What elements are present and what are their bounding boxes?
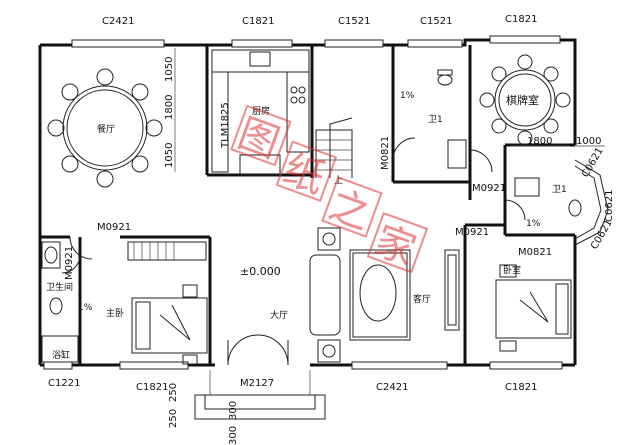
room-label-hall: 大厅 — [270, 309, 288, 321]
chess-room: 棋牌室 — [479, 54, 571, 146]
dining-dimensions: 1050 1800 1050 — [164, 48, 176, 172]
dimension-text: 1050 — [164, 143, 175, 168]
room-label-dining: 餐厅 — [97, 123, 115, 135]
door-label: M0821 — [518, 247, 552, 258]
door-label: M0921 — [455, 227, 489, 238]
dimension-text: 1000 — [576, 136, 601, 147]
window-label: C1821 — [505, 382, 537, 393]
dimension-text: 300 — [228, 401, 239, 420]
dining-table: 餐厅 — [47, 68, 163, 188]
slope-label: 1% — [526, 219, 541, 229]
entrance-dimensions: 250 250 300 300 — [168, 383, 239, 445]
dimension-text: 250 — [168, 409, 179, 428]
dimension-text: 300 — [228, 426, 239, 445]
window-label: C0621 — [604, 190, 615, 222]
room-label-toilet: 卫1 — [428, 115, 443, 125]
room-label-chess: 棋牌室 — [506, 93, 539, 107]
elevation-label: ±0.000 — [240, 265, 281, 278]
window-label: C1521 — [420, 16, 452, 27]
room-label-bathtub: 浴缸 — [52, 349, 70, 361]
door-label: M0821 — [380, 136, 391, 170]
window-label: C2421 — [102, 16, 134, 27]
room-label-master: 主卧 — [106, 307, 124, 319]
main-entrance: M2127 — [194, 334, 326, 420]
room-label-living: 客厅 — [413, 293, 431, 305]
room-label-bath: 卫生间 — [46, 281, 73, 293]
bay-window — [574, 159, 609, 246]
bedroom: 卧室 — [495, 264, 572, 352]
dimension-text: 1050 — [164, 57, 175, 82]
window-label: C1821 — [242, 16, 274, 27]
window-label: C1821 — [505, 14, 537, 25]
door-label: M0921 — [64, 246, 75, 280]
toilet-upper: 1% 卫1 M0821 — [380, 69, 467, 170]
master-bedroom: 主卧 M0921 — [69, 222, 208, 365]
room-label-bedroom: 卧室 — [503, 264, 521, 276]
door-label: M2127 — [240, 378, 274, 389]
stair: 上 — [315, 117, 353, 186]
dimension-text: 1800 — [164, 95, 175, 120]
window-label: C1821 — [136, 382, 168, 393]
room-label-toilet2: 卫1 — [552, 185, 567, 195]
kitchen-cabinet-label: TLM1825 — [220, 102, 231, 149]
right-dimensions: 1800 1000 — [510, 136, 605, 147]
bath: 卫生间 浴缸 1% M0921 — [41, 241, 93, 363]
windows — [43, 35, 563, 370]
slope-label: 1% — [78, 303, 93, 313]
window-label: C0621 — [589, 218, 615, 252]
door-label: M0921 — [97, 222, 131, 233]
window-label: C0621 — [580, 146, 606, 180]
window-label: C1521 — [338, 16, 370, 27]
dimension-text: 1800 — [527, 136, 552, 147]
door-label: M0921 — [472, 183, 506, 194]
slope-label: 1% — [400, 91, 415, 101]
living-room: ±0.000 大厅 客厅 M0921 — [240, 227, 489, 363]
window-label: C1221 — [48, 378, 80, 389]
window-label: C2421 — [376, 382, 408, 393]
toilet-lower: 卫1 1% M0921 M0821 — [469, 149, 582, 258]
interior-walls — [40, 45, 575, 365]
stair-up-label: 上 — [334, 175, 343, 186]
dimension-text: 250 — [168, 383, 179, 402]
